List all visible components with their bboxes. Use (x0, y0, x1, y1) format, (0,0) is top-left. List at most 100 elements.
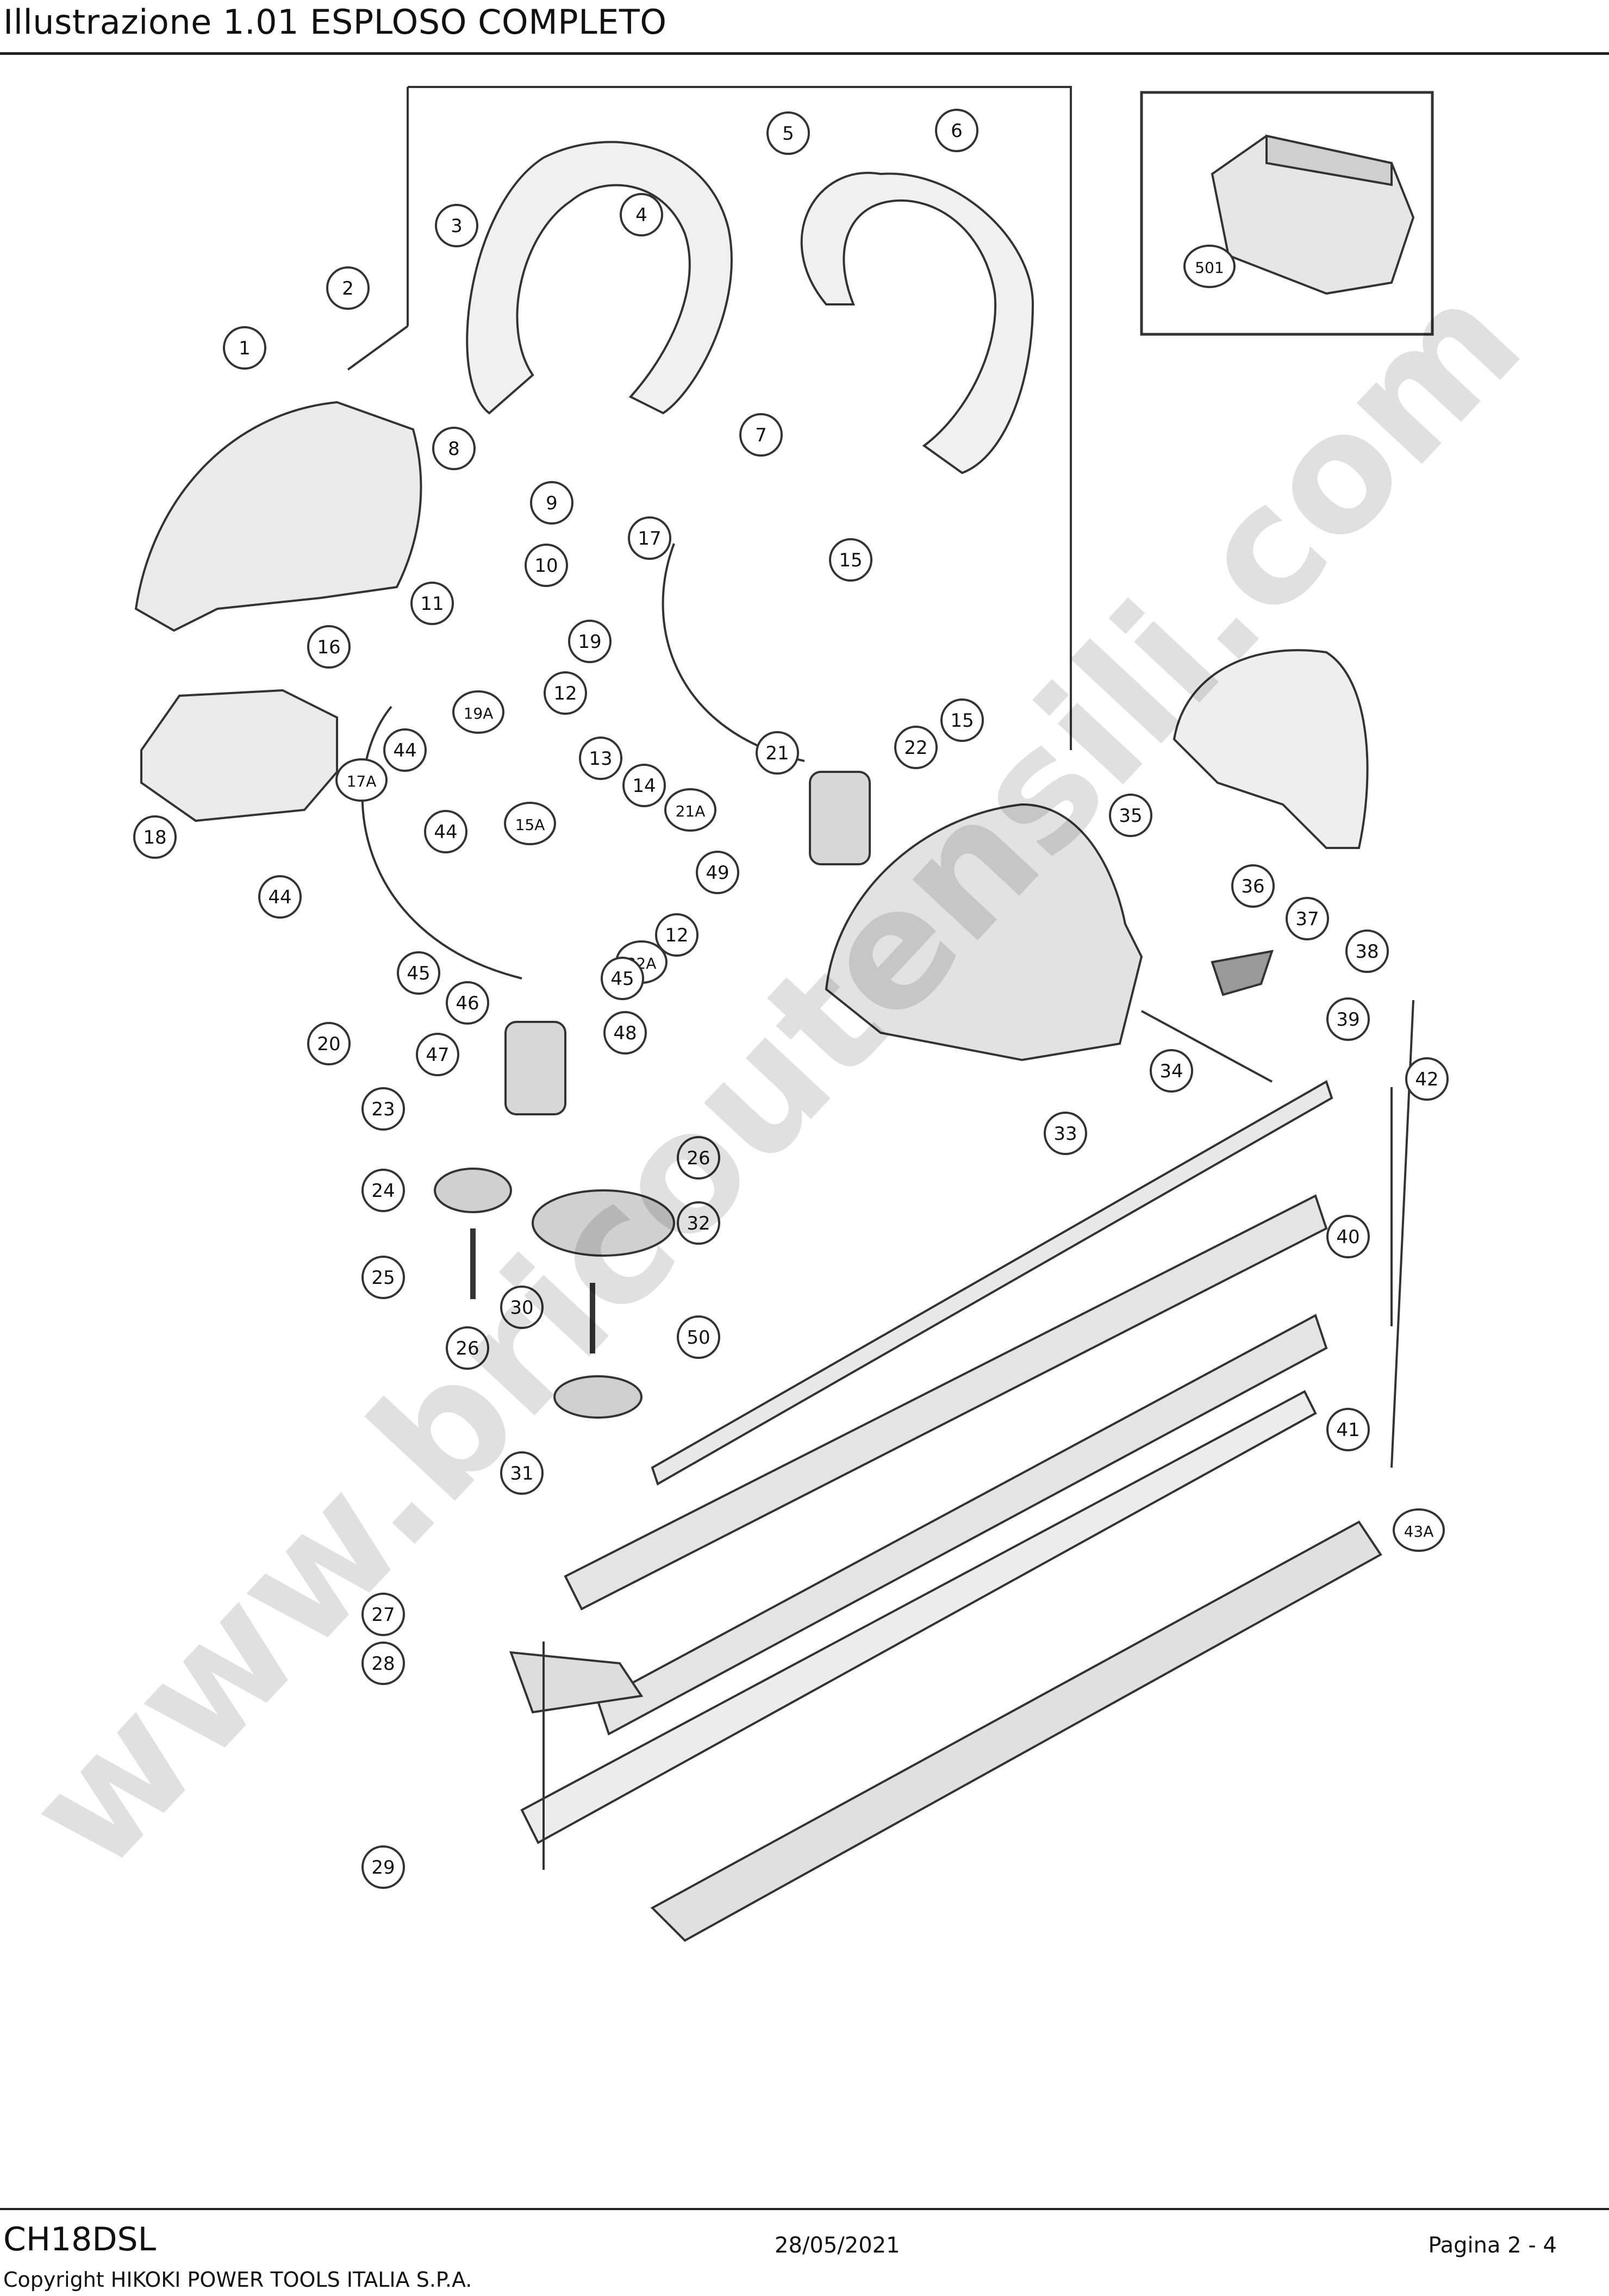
callout-label: 29 (371, 1857, 395, 1879)
callout-9: 9 (530, 481, 573, 525)
callout-26: 26 (446, 1326, 489, 1370)
callout-circle (620, 193, 663, 236)
callout-circle (894, 726, 938, 769)
callout-label: 12 (665, 925, 688, 946)
callout-label: 33 (1053, 1123, 1077, 1145)
callout-circle (335, 758, 388, 802)
callout-label: 31 (510, 1463, 533, 1484)
callout-circle (223, 326, 266, 370)
callout-39: 39 (1326, 997, 1370, 1041)
callout-label: 49 (706, 862, 729, 884)
callout-7: 7 (739, 413, 783, 457)
callout-circle (432, 427, 476, 470)
callout-label: 15A (515, 816, 545, 834)
callout-33: 33 (1044, 1112, 1087, 1155)
callout-label: 45 (407, 963, 430, 984)
callout-13: 13 (579, 737, 622, 780)
callout-label: 42 (1415, 1069, 1438, 1090)
callout-501: 501 (1183, 245, 1236, 288)
callout-circle (1044, 1112, 1087, 1155)
callout-circle (500, 1286, 544, 1329)
callout-23: 23 (361, 1087, 405, 1131)
scabbard-shape (650, 1520, 1382, 1942)
callout-circle (677, 1201, 720, 1245)
footer-rule (0, 2208, 1609, 2210)
callout-label: 26 (456, 1338, 479, 1359)
callout-1: 1 (223, 326, 266, 370)
callout-10: 10 (525, 544, 568, 587)
callout-label: 20 (317, 1033, 340, 1055)
callout-label: 17A (347, 772, 377, 790)
callout-4: 4 (620, 193, 663, 236)
callout-12: 12 (544, 671, 587, 715)
callout-label: 11 (420, 593, 444, 615)
battery-shape (140, 689, 338, 822)
callout-19: 19 (568, 620, 612, 663)
callout-circle (739, 413, 783, 457)
motor-shape-1 (809, 771, 871, 865)
callout-label: 19A (464, 704, 494, 722)
callout-circle (655, 913, 699, 957)
callout-17a: 17A (335, 758, 388, 802)
callout-35: 35 (1109, 794, 1152, 837)
callout-22: 22 (894, 726, 938, 769)
callout-50: 50 (677, 1315, 720, 1359)
callout-circle (766, 111, 810, 155)
callout-label: 36 (1241, 876, 1264, 897)
callout-circle (1231, 864, 1275, 908)
callout-circle (1345, 929, 1389, 973)
callout-8: 8 (432, 427, 476, 470)
callout-circle (361, 1642, 405, 1685)
callout-circle (500, 1451, 544, 1495)
callout-46: 46 (446, 981, 489, 1025)
callout-label: 10 (534, 555, 558, 577)
callout-circle (628, 516, 671, 560)
callout-circle (1183, 245, 1236, 288)
callout-37: 37 (1286, 897, 1329, 940)
callout-label: 501 (1195, 259, 1224, 277)
callout-label: 37 (1295, 908, 1319, 930)
callout-42: 42 (1405, 1057, 1449, 1101)
callout-circle (1286, 897, 1329, 940)
callout-15a: 15A (504, 802, 556, 845)
callout-label: 27 (371, 1604, 395, 1626)
callout-label: 18 (143, 827, 166, 848)
callout-11: 11 (410, 582, 454, 625)
callout-circle (361, 1845, 405, 1889)
callout-label: 22 (904, 737, 927, 759)
main-housing-shape (825, 803, 1143, 1062)
callout-16: 16 (307, 625, 351, 669)
callout-circle (1326, 997, 1370, 1041)
callout-label: 48 (613, 1022, 637, 1044)
callout-label: 4 (635, 204, 647, 226)
callout-30: 30 (500, 1286, 544, 1329)
callout-label: 28 (371, 1653, 395, 1675)
callout-circle (361, 1256, 405, 1299)
callout-34: 34 (1150, 1049, 1193, 1093)
callout-circle (664, 788, 716, 832)
callout-label: 9 (546, 492, 558, 514)
callout-21a: 21A (664, 788, 716, 832)
callout-25: 25 (361, 1256, 405, 1299)
callout-label: 1 (239, 338, 251, 359)
callout-label: 41 (1336, 1419, 1359, 1441)
callout-circle (544, 671, 587, 715)
callout-12: 12 (655, 913, 699, 957)
blade-cover-shape (1173, 649, 1369, 849)
callout-circle (756, 731, 799, 775)
callout-label: 19 (578, 631, 601, 653)
callout-label: 13 (589, 748, 612, 770)
callout-circle (622, 764, 666, 807)
callout-3: 3 (435, 204, 478, 247)
blade-middle-shape (564, 1194, 1328, 1611)
callout-circle (601, 957, 644, 1000)
callout-15: 15 (829, 538, 872, 582)
callout-circle (258, 875, 302, 919)
callout-14: 14 (622, 764, 666, 807)
callout-28: 28 (361, 1642, 405, 1685)
callout-45: 45 (397, 951, 440, 995)
callout-label: 32 (687, 1213, 710, 1234)
callout-label: 3 (451, 215, 463, 237)
blade-upper-shape (651, 1080, 1333, 1486)
